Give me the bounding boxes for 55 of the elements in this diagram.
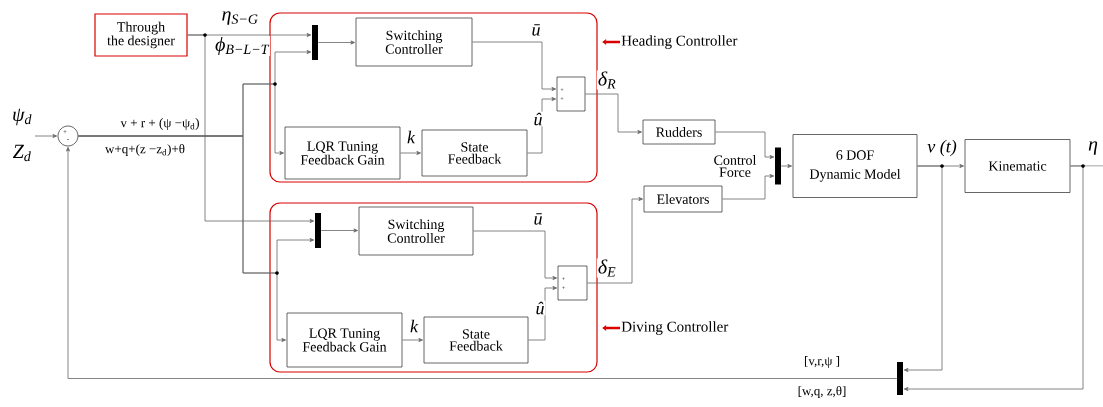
group-heading: Diving Controller	[621, 321, 729, 335]
edge-label: δ$_{E}$	[596, 258, 618, 278]
mux-bar	[775, 147, 781, 185]
edge-label: k	[406, 129, 416, 145]
edge-label: ū	[532, 212, 544, 226]
process-box: 6 DOF Dynamic Model	[792, 134, 918, 198]
edge-label: k	[409, 318, 419, 334]
edge-label: δ$_{R}$	[596, 70, 618, 90]
arrow	[472, 41, 557, 91]
arrow	[187, 34, 315, 223]
process-box: Switching Controller	[355, 17, 473, 67]
input-box: Through the designer	[94, 13, 188, 57]
arrow	[903, 165, 1084, 391]
arrow	[320, 228, 358, 233]
signal-label: w+q+(z −z$_{d}$)+θ	[105, 144, 185, 156]
mux-bar	[315, 213, 321, 248]
arrow	[715, 131, 775, 159]
mux-bar	[897, 362, 903, 395]
edge-label: û	[532, 111, 544, 127]
mux-bar	[312, 25, 318, 60]
process-box: LQR Tuning Feedback Gain	[286, 312, 403, 368]
arrow	[527, 97, 557, 154]
process-box: State Feedback	[421, 129, 528, 177]
process-box: Switching Controller	[358, 206, 474, 256]
process-box: Rudders	[642, 119, 716, 145]
edge-label: ϕ$_{B−L−T}$	[214, 35, 270, 57]
group-heading: Heading Controller	[621, 35, 738, 49]
arrow	[473, 230, 558, 280]
edge-label: η$_{S−G}$	[220, 10, 260, 26]
process-box: LQR Tuning Feedback Gain	[284, 126, 401, 180]
signal-label: ψ$_{d}$	[13, 108, 32, 126]
signal-label: [w,q, z,θ]	[798, 386, 846, 398]
arrow	[903, 165, 943, 372]
arrow	[584, 93, 642, 134]
arrow	[34, 134, 58, 138]
signal-label: Control Force	[714, 155, 757, 177]
edge-label: û	[534, 300, 546, 316]
signal-label: v + r + (ψ −ψ$_{d}$)	[120, 118, 199, 130]
arrow	[317, 40, 355, 45]
signal-label: Z$_{d}$	[12, 144, 31, 162]
signal-label: [v,r,ψ ]	[805, 356, 840, 368]
arrow	[400, 151, 421, 155]
process-box: State Feedback	[423, 316, 529, 364]
edge-label: v (t)	[926, 138, 958, 158]
arrow	[402, 338, 423, 342]
process-box: Kinematic	[964, 139, 1071, 193]
arrow	[780, 164, 792, 168]
edge-label: ū	[530, 23, 542, 37]
process-box: Elevators	[643, 185, 723, 213]
edge-label: η	[1087, 140, 1099, 156]
arrow	[722, 174, 775, 200]
arrow	[528, 286, 558, 341]
arrow	[586, 197, 643, 284]
arrow	[66, 146, 898, 379]
arrow	[77, 135, 286, 342]
